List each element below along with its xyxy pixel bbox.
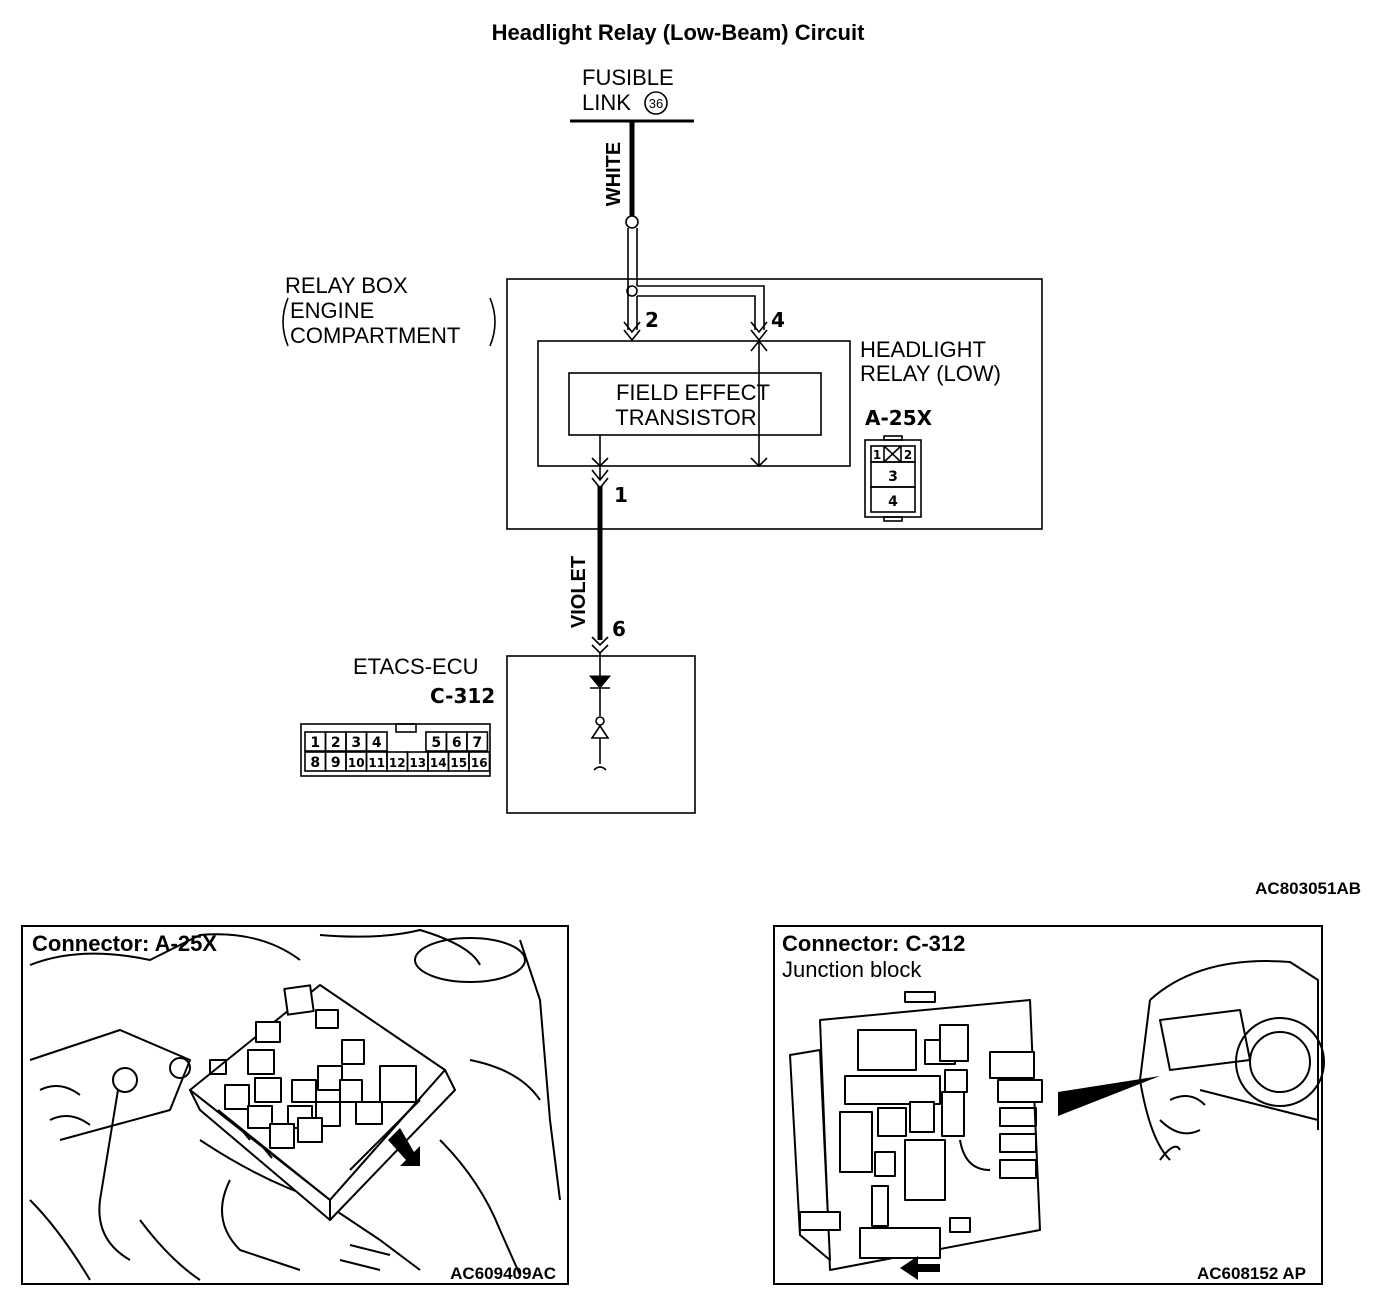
- ecu-connector-cell: [466, 731, 489, 752]
- pin-1-label: 1: [614, 483, 628, 507]
- ecu-connector-pin: 10: [348, 756, 365, 770]
- ecu-connector-pin: 3: [351, 735, 361, 751]
- right-paren: [489, 297, 496, 347]
- relay-connector-pin: 1: [873, 448, 881, 462]
- junction-block-sketch: [789, 991, 1043, 1271]
- ecu-connector-pin: 7: [472, 735, 482, 751]
- relay-box-frame: [506, 278, 1043, 530]
- relay-box-label-2: ENGINE: [290, 298, 374, 323]
- right-panel-title: Connector: C-312: [782, 931, 965, 956]
- relay-connector-pin: 3: [888, 469, 898, 485]
- ecu-connector-pin: 16: [471, 756, 488, 770]
- relay-box-label: RELAY BOX ENGINE COMPARTMENT: [282, 273, 496, 348]
- fet-box: [568, 372, 822, 436]
- ecu-connector-pin: 6: [452, 735, 462, 751]
- transistor-symbol-icon: [590, 724, 610, 739]
- ecu-connector-pin: 14: [430, 756, 447, 770]
- fusible-link: FUSIBLE LINK 36: [570, 65, 694, 123]
- headlight-relay-label-2: RELAY (LOW): [860, 361, 1001, 386]
- fet-label-2: TRANSISTOR: [615, 405, 756, 430]
- fusible-link-label-1: FUSIBLE: [582, 65, 674, 90]
- relay-box-label-3: COMPARTMENT: [290, 323, 460, 348]
- fet-label-1: FIELD EFFECT: [616, 380, 770, 405]
- violet-wire-label: VIOLET: [568, 556, 590, 628]
- ecu-connector-cell: [468, 751, 491, 772]
- ecu-connector-pin: 8: [310, 755, 320, 771]
- ecu-name: ETACS-ECU: [353, 654, 479, 679]
- relay-box-label-1: RELAY BOX: [285, 273, 408, 298]
- dashboard-sketch: [1139, 960, 1325, 1161]
- left-panel-title: Connector: A-25X: [32, 931, 217, 956]
- page-title: Headlight Relay (Low-Beam) Circuit: [492, 20, 866, 45]
- ecu-connector-pin: 13: [409, 756, 426, 770]
- pin-6-label: 6: [612, 617, 626, 641]
- fusible-link-label-2: LINK: [582, 90, 631, 115]
- left-paren: [282, 297, 289, 347]
- fusible-link-number-circle: [644, 91, 668, 115]
- right-panel-subtitle: Junction block: [782, 957, 922, 982]
- connector-c312-panel: Connector: C-312 Junction block AC608152…: [773, 925, 1325, 1285]
- diode-icon: [588, 675, 612, 689]
- connector-a25x-panel: Connector: A-25X AC609409AC: [21, 925, 569, 1285]
- white-wire-label: WHITE: [603, 142, 625, 206]
- ecu-connector-pin: 12: [389, 756, 406, 770]
- right-panel-code: AC608152 AP: [1197, 1264, 1306, 1283]
- headlight-relay-label-1: HEADLIGHT: [860, 337, 986, 362]
- ecu-connector-pin: 5: [431, 735, 441, 751]
- left-panel-code: AC609409AC: [450, 1264, 556, 1283]
- ecu-connector-pin: 4: [372, 735, 382, 751]
- ecu-connector-pin: 9: [331, 755, 341, 771]
- right-arrow-icon: [900, 1256, 940, 1280]
- pin-2-label: 2: [645, 308, 659, 332]
- pin-4-label: 4: [771, 308, 785, 332]
- pointer-wedge-icon: [1058, 1076, 1160, 1116]
- relay-connector-pin: 2: [904, 448, 912, 462]
- white-wire-splice: [625, 215, 639, 229]
- relay-splice: [626, 285, 638, 297]
- relay-connector-code: A-25X: [865, 406, 933, 430]
- left-arrow-icon: [388, 1128, 420, 1166]
- relay-connector-face: 1 2 3 4: [864, 435, 922, 522]
- ecu-connector-pin: 1: [310, 735, 320, 751]
- figure-code: AC803051AB: [1255, 879, 1361, 898]
- headlight-relay-frame: [537, 340, 851, 467]
- ecu-connector-pin: 2: [331, 735, 341, 751]
- ecu-connector-cell: [365, 731, 388, 752]
- ecu-connector-code: C-312: [430, 684, 495, 708]
- relay-box-sketch: [189, 984, 456, 1221]
- ecu-connector-pin: 15: [450, 756, 467, 770]
- fusible-link-number: 36: [649, 96, 663, 111]
- relay-connector-pin: 4: [888, 494, 898, 510]
- headlight-relay-label: HEADLIGHT RELAY (LOW) A-25X: [860, 337, 1001, 430]
- etacs-ecu-frame: [506, 655, 696, 814]
- ecu-connector-pin: 11: [368, 756, 385, 770]
